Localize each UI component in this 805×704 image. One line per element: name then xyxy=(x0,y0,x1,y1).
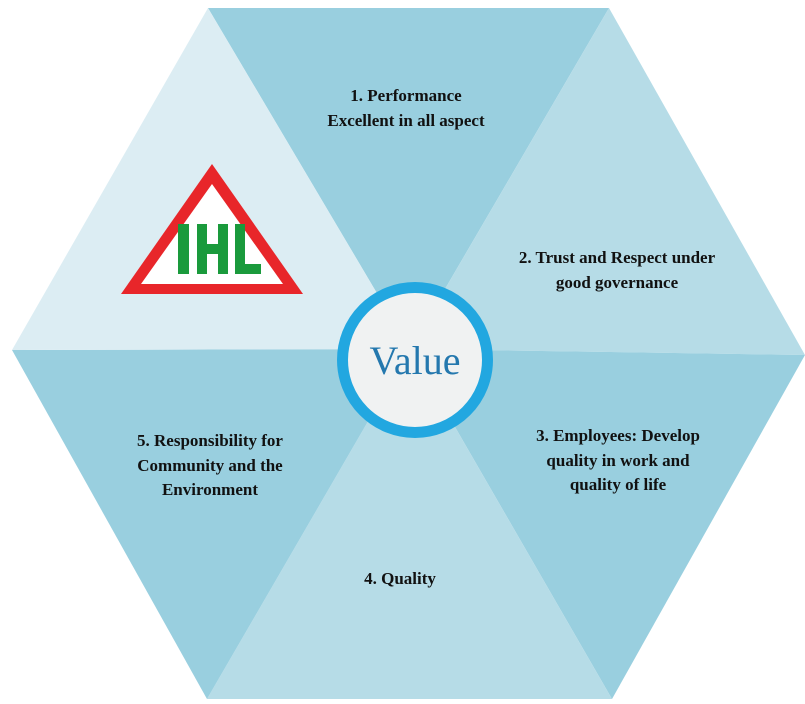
label-line: Excellent in all aspect xyxy=(327,110,485,130)
ihl-logo xyxy=(121,164,303,294)
hexagon-segment-responsibility xyxy=(12,349,410,699)
label-line: 1. Performance xyxy=(350,86,462,105)
label-line: good governance xyxy=(555,272,679,292)
label-line: Environment xyxy=(161,480,259,500)
segment-label-employees: 3. Employees: Develop quality in work an… xyxy=(468,424,768,498)
label-line: Community and the xyxy=(137,455,283,475)
label-line: 3. Employees: Develop xyxy=(536,426,700,445)
label-line: quality in work and xyxy=(546,450,690,470)
label-line: quality of life xyxy=(569,475,667,495)
value-label: Value xyxy=(369,337,461,383)
hexagon-segment-performance xyxy=(208,8,609,349)
segment-label-performance: 1. Performance Excellent in all aspect xyxy=(256,84,556,133)
segment-label-responsibility: 5. Responsibility for Community and the … xyxy=(60,429,360,503)
label-line: 5. Responsibility for xyxy=(137,431,283,450)
hexagon-segment-quality xyxy=(207,349,612,699)
hexagon-segment-trust xyxy=(410,8,805,355)
value-center-circle: Value xyxy=(337,282,493,438)
hexagon-segment-employees xyxy=(410,349,805,699)
segment-label-trust: 2. Trust and Respect under good governan… xyxy=(462,246,772,295)
logo-letters xyxy=(178,224,261,274)
label-line: 4. Quality xyxy=(364,569,436,588)
label-line: 2. Trust and Respect under xyxy=(518,248,716,267)
segment-label-quality: 4. Quality xyxy=(300,567,500,592)
